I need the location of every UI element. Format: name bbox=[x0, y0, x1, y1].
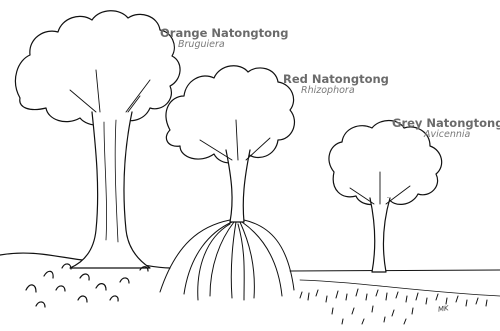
water-line bbox=[290, 270, 500, 271]
tree-scientific-name: Rhizophora bbox=[283, 86, 389, 97]
label-grey-natongtong: Grey Natongtong Avicennia bbox=[392, 117, 500, 141]
label-red-natongtong: Red Natongtong Rhizophora bbox=[283, 73, 389, 97]
rhizophora-canopy bbox=[166, 66, 295, 163]
artist-signature: MK bbox=[437, 304, 449, 313]
tree-scientific-name: Bruguiera bbox=[160, 40, 288, 51]
rhizophora-trunk bbox=[226, 150, 250, 222]
tree-scientific-name: Avicennia bbox=[392, 130, 500, 141]
avicennia-trunk bbox=[370, 198, 390, 272]
bruguiera-roots bbox=[26, 264, 148, 307]
rhizophora-prop-roots bbox=[160, 220, 294, 300]
label-orange-natongtong: Orange Natongtong Bruguiera bbox=[160, 27, 288, 51]
bruguiera-canopy bbox=[15, 11, 180, 126]
tree-rhizophora bbox=[160, 66, 294, 300]
tree-bruguiera bbox=[15, 11, 180, 307]
avicennia-pneumatophores bbox=[300, 289, 487, 324]
mud-line bbox=[300, 280, 500, 296]
bruguiera-trunk bbox=[70, 112, 150, 268]
